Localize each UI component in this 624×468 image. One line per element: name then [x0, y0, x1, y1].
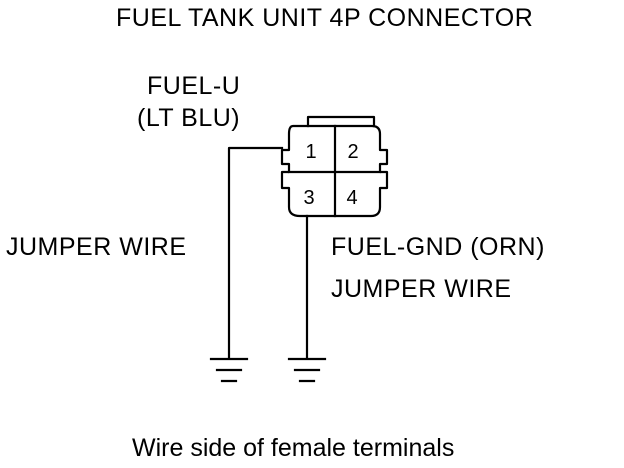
fuel-u-wire-color-label: (LT BLU): [137, 104, 241, 132]
connector-lock-tab: [306, 115, 376, 128]
ground-symbol-right: [287, 357, 327, 383]
fuel-u-jumper-wire: [227, 146, 284, 359]
fuel-u-signal-label: FUEL-U: [147, 72, 241, 100]
diagram-title: FUEL TANK UNIT 4P CONNECTOR: [116, 4, 534, 32]
ground-symbol-left: [209, 357, 249, 383]
pin-3-label: 3: [303, 187, 314, 209]
pin-2-label: 2: [347, 141, 358, 163]
jumper-wire-left-label: JUMPER WIRE: [6, 233, 187, 261]
diagram-caption: Wire side of female terminals: [132, 434, 455, 462]
fuel-gnd-label: FUEL-GND (ORN): [331, 233, 545, 261]
jumper-wire-right-label: JUMPER WIRE: [331, 275, 512, 303]
pin-4-label: 4: [346, 187, 357, 209]
connector-body: [280, 124, 389, 218]
pin-1-label: 1: [305, 141, 316, 163]
